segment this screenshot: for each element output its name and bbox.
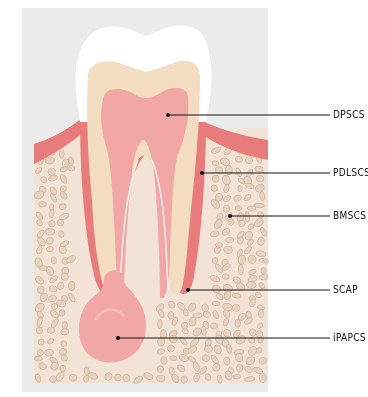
leader-dot-ipapcs	[116, 336, 120, 340]
leader-dot-pdlscs	[200, 171, 204, 175]
bone-cell	[62, 322, 68, 330]
bone-cell	[47, 327, 55, 334]
label-bmscs: BMSCS	[333, 209, 366, 222]
bone-cell	[259, 373, 266, 383]
bone-cell	[238, 185, 243, 192]
bone-cell	[157, 366, 163, 373]
bone-cell	[261, 267, 266, 274]
bone-cell	[235, 319, 241, 328]
bone-cell	[254, 203, 265, 208]
bone-cell	[59, 150, 64, 159]
label-ipapcs: iPAPCS	[333, 331, 366, 344]
bone-cell	[233, 374, 241, 379]
bone-cell	[224, 357, 231, 366]
bone-cell	[123, 374, 131, 382]
bone-cell	[212, 175, 219, 182]
bone-cell	[256, 330, 263, 337]
bone-cell	[34, 356, 42, 361]
bone-cell	[259, 274, 268, 280]
bone-cell	[235, 206, 242, 211]
leader-dot-scap	[186, 288, 190, 292]
label-scap: SCAP	[333, 283, 358, 296]
bone-cell	[68, 281, 75, 290]
bone-cell	[44, 349, 53, 356]
label-dpscs: DPSCS	[333, 108, 365, 121]
bone-cell	[157, 320, 162, 329]
bone-cell	[181, 376, 188, 383]
leader-dot-dpscs	[166, 113, 170, 117]
bone-cell	[39, 202, 47, 207]
bone-cell	[45, 228, 55, 235]
bone-cell	[255, 166, 264, 172]
bone-cell	[258, 310, 263, 319]
bone-cell	[60, 328, 69, 335]
bone-cell	[46, 246, 54, 252]
bone-cell	[59, 349, 67, 356]
bone-cell	[227, 219, 234, 226]
bone-cell	[238, 265, 243, 275]
bone-cell	[156, 375, 165, 383]
bone-cell	[68, 165, 75, 171]
bone-cell	[212, 301, 220, 306]
leader-dot-bmscs	[228, 214, 232, 218]
bone-cell	[210, 323, 218, 330]
bone-cell	[236, 364, 242, 372]
bone-cell	[36, 327, 43, 334]
label-pdlscs: PDLSCS	[333, 166, 368, 179]
